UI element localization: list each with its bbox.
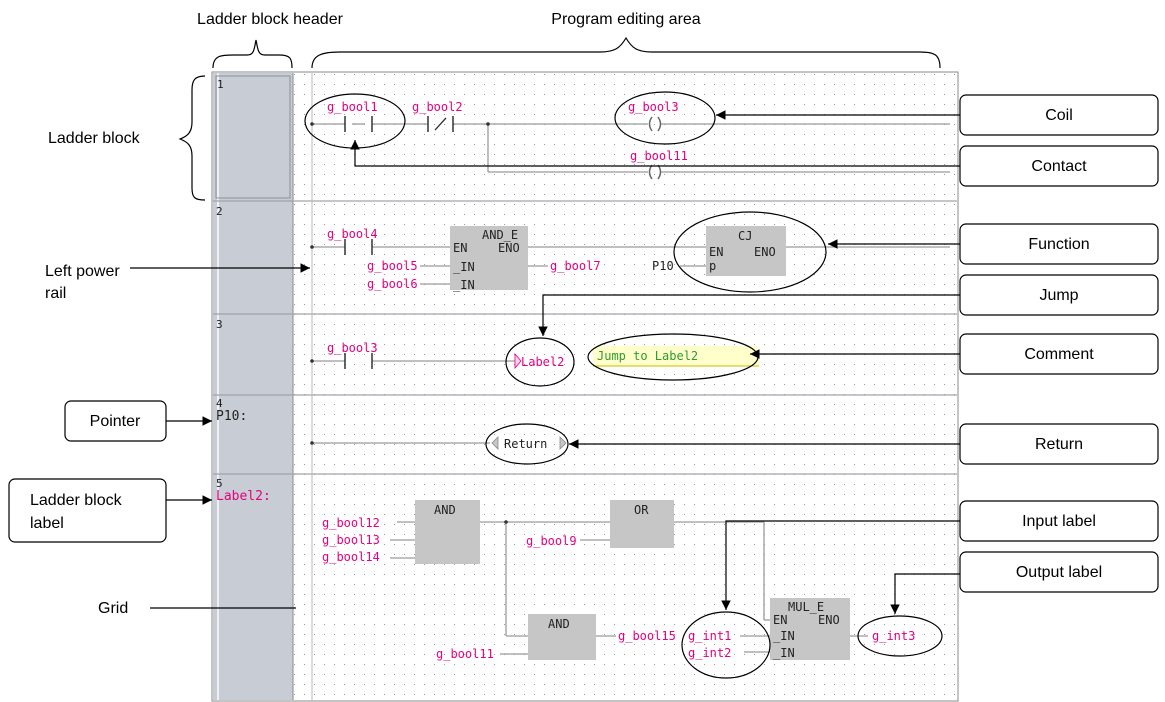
callout-comment-text: Comment <box>1024 346 1094 363</box>
contact-g-bool1[interactable] <box>344 116 373 132</box>
label-g-bool1[interactable]: g_bool1 <box>327 100 378 114</box>
ladder-block-label[interactable]: Label2: <box>216 489 271 504</box>
svg-text:p: p <box>709 259 716 273</box>
comment-text: Jump to Label2 <box>597 349 698 363</box>
label-g-bool12[interactable]: g_bool12 <box>322 516 380 530</box>
input-label-g-int1[interactable]: g_int1 <box>688 629 731 643</box>
label-g-bool7[interactable]: g_bool7 <box>550 259 601 273</box>
comment-box[interactable] <box>593 346 759 366</box>
return-instruction[interactable]: Return <box>491 436 567 451</box>
header-brace <box>212 39 293 69</box>
svg-text:AND: AND <box>434 503 456 517</box>
coil-g-bool3[interactable] <box>648 116 662 132</box>
callout-ladder-block-label-text-1: Ladder block <box>30 492 123 509</box>
block-number-3[interactable]: 3 <box>216 318 223 331</box>
label-g-bool2[interactable]: g_bool2 <box>412 100 463 114</box>
callout-contact-text: Contact <box>1031 158 1087 175</box>
callout-output-label-text: Output label <box>1016 564 1102 581</box>
callout-return-text: Return <box>1035 436 1083 453</box>
block-number-5[interactable]: 5 <box>216 477 223 490</box>
svg-text:EN: EN <box>709 245 723 259</box>
svg-text:ENO: ENO <box>818 613 840 627</box>
svg-text:MUL_E: MUL_E <box>788 600 824 614</box>
svg-text:CJ: CJ <box>738 229 752 243</box>
callout-ladder-block-label <box>8 478 167 543</box>
svg-text:_IN: _IN <box>773 646 795 660</box>
ladder-block-header-title: Ladder block header <box>197 11 344 28</box>
fb-or[interactable]: OR <box>610 500 674 548</box>
svg-text:Return: Return <box>504 437 547 451</box>
callout-input-label-text: Input label <box>1022 513 1096 530</box>
block1-wires <box>312 123 950 173</box>
block-number-4[interactable]: 4 <box>216 397 223 410</box>
label-left-power-rail-2: rail <box>45 285 66 302</box>
callout-ladder-block-label-text-2: label <box>30 515 64 532</box>
callout-output-label <box>959 551 1159 593</box>
fb-and-1[interactable]: AND <box>415 500 480 564</box>
label-left-power-rail-1: Left power <box>45 263 120 280</box>
fb-mul-e[interactable]: MUL_E EN ENO _IN _IN <box>770 598 850 660</box>
fb-and-e[interactable]: AND_E EN ENO _IN _IN <box>450 226 528 292</box>
contact-g-bool3[interactable] <box>344 353 373 369</box>
label-g-bool15[interactable]: g_bool15 <box>618 629 676 643</box>
label-g-bool4[interactable]: g_bool4 <box>327 227 378 241</box>
annotation-ellipses <box>304 91 943 679</box>
jump-label[interactable]: Label2 <box>521 355 564 369</box>
callout-jump-text: Jump <box>1039 287 1078 304</box>
ladder-block-brace <box>178 75 206 201</box>
jump-arrow-icon <box>514 352 522 370</box>
label-g-bool11[interactable]: g_bool11 <box>630 149 688 163</box>
return-left-icon <box>491 436 499 450</box>
return-right-icon <box>559 436 567 450</box>
svg-text:_IN: _IN <box>773 629 795 643</box>
label-g-bool6[interactable]: g_bool6 <box>367 277 418 291</box>
svg-text:EN: EN <box>773 613 787 627</box>
fb-and-2[interactable]: AND <box>528 614 596 660</box>
program-editing-area-title: Program editing area <box>551 11 701 28</box>
label-grid: Grid <box>98 600 128 617</box>
pointer-label[interactable]: P10: <box>216 409 247 424</box>
block-header-column <box>213 73 293 700</box>
callout-coil-text: Coil <box>1045 107 1073 124</box>
leader-lines <box>130 110 960 614</box>
fb-cj[interactable]: CJ EN ENO p <box>706 226 786 276</box>
label-g-bool3-b3[interactable]: g_bool3 <box>327 341 378 355</box>
input-label-g-int2[interactable]: g_int2 <box>688 646 731 660</box>
label-g-bool14[interactable]: g_bool14 <box>322 550 380 564</box>
block2-wires <box>312 246 950 285</box>
svg-text:_IN: _IN <box>453 260 475 274</box>
label-ladder-block: Ladder block <box>48 130 141 147</box>
svg-text:OR: OR <box>634 503 649 517</box>
selected-block-frame <box>215 75 291 199</box>
contact-g-bool4[interactable] <box>344 239 373 255</box>
svg-text:_IN: _IN <box>453 278 475 292</box>
output-label-g-int3[interactable]: g_int3 <box>872 629 915 643</box>
label-g-bool9[interactable]: g_bool9 <box>526 534 577 548</box>
svg-text:ENO: ENO <box>754 245 776 259</box>
pointer-input-p10[interactable]: P10 <box>652 259 674 273</box>
block-separators <box>213 200 957 475</box>
svg-text:ENO: ENO <box>498 241 520 255</box>
block5-wires <box>390 521 868 655</box>
label-g-bool3[interactable]: g_bool3 <box>628 100 679 114</box>
block-number-2[interactable]: 2 <box>216 205 223 218</box>
callout-pointer-text: Pointer <box>90 413 141 430</box>
editing-area-brace <box>311 36 941 69</box>
label-g-bool5[interactable]: g_bool5 <box>367 259 418 273</box>
callout-function-text: Function <box>1028 236 1089 253</box>
label-g-bool11-b5[interactable]: g_bool11 <box>436 647 494 661</box>
contact-g-bool2[interactable] <box>427 116 454 132</box>
svg-text:EN: EN <box>453 241 467 255</box>
svg-text:AND_E: AND_E <box>482 228 518 242</box>
block-number-1[interactable]: 1 <box>217 78 224 91</box>
svg-text:AND: AND <box>548 617 570 631</box>
program-grid <box>293 73 957 700</box>
label-g-bool13[interactable]: g_bool13 <box>322 533 380 547</box>
